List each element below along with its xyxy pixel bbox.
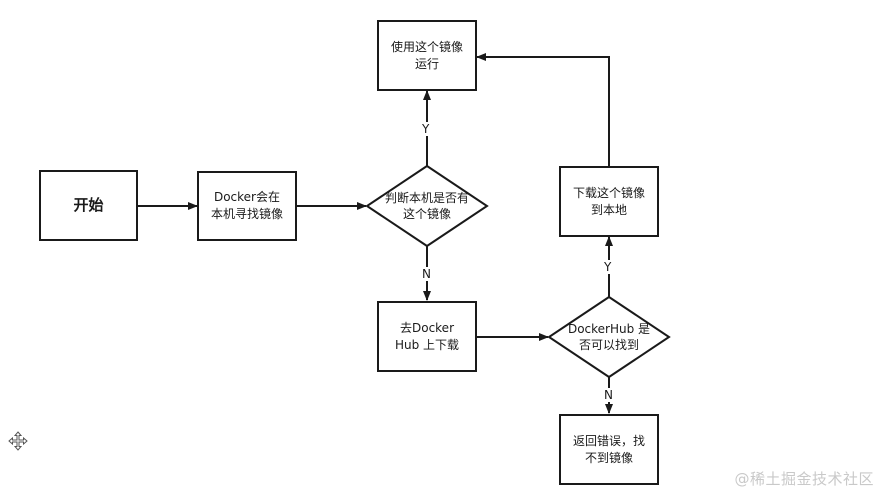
watermark: @稀土掘金技术社区 xyxy=(734,470,874,488)
start-node: 开始 xyxy=(39,170,138,241)
search-local-node: Docker会在 本机寻找镜像 xyxy=(197,171,297,241)
edge-label-local-yes: Y xyxy=(420,122,432,136)
edge-download-to-run xyxy=(476,53,610,166)
run-image-node: 使用这个镜像 运行 xyxy=(377,20,477,91)
error-node: 返回错误，找 不到镜像 xyxy=(559,414,659,485)
download-local-node: 下载这个镜像 到本地 xyxy=(559,166,659,237)
move-arrows-icon[interactable] xyxy=(8,431,28,451)
dockerhub-download-node: 去Docker Hub 上下载 xyxy=(377,301,477,372)
decision-hub-label: DockerHub 是 否可以找到 xyxy=(567,322,651,352)
edge-label-hub-yes: Y xyxy=(602,260,614,274)
edge-label-hub-no: N xyxy=(602,388,615,402)
edge-label-local-no: N xyxy=(420,267,433,281)
decision-local-label: 判断本机是否有 这个镜像 xyxy=(384,191,469,221)
